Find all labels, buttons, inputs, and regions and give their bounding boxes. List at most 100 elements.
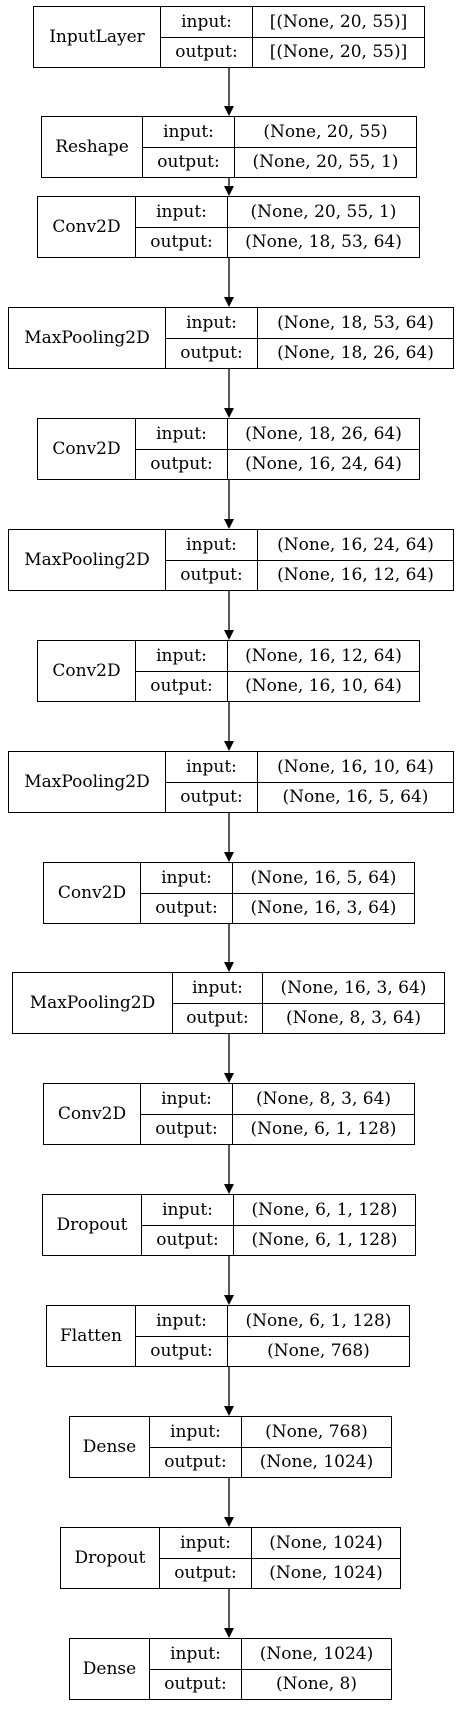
port-labels: input: output: (166, 530, 258, 590)
output-label: output: (180, 343, 243, 364)
input-label: input: (142, 1195, 233, 1226)
input-shape: (None, 1024) (242, 1639, 391, 1670)
port-shapes: (None, 20, 55, 1) (None, 18, 53, 64) (228, 197, 419, 257)
layer-name: MaxPooling2D (9, 308, 166, 368)
input-shape: (None, 768) (242, 1417, 391, 1448)
output-shape: (None, 16, 12, 64) (277, 565, 434, 586)
edge-arrowhead (224, 186, 234, 196)
port-labels: input: output: (166, 308, 258, 368)
input-label: input: (160, 1528, 251, 1559)
input-shape: [(None, 20, 55)] (253, 7, 424, 38)
port-shapes: (None, 16, 3, 64) (None, 8, 3, 64) (263, 973, 444, 1033)
layer-name: MaxPooling2D (9, 752, 166, 812)
port-shapes: (None, 8, 3, 64)(None, 6, 1, 128) (233, 1084, 414, 1144)
output-label: output: (174, 1563, 237, 1584)
input-label: input: (136, 641, 227, 672)
output-label: output: (155, 898, 218, 919)
layer-name: Dropout (43, 1195, 142, 1255)
input-shape: (None, 6, 1, 128) (234, 1195, 415, 1226)
edge-arrowhead (224, 630, 234, 640)
input-shape: (None, 16, 5, 64) (233, 863, 414, 894)
output-label: output: (150, 676, 213, 697)
layer-name: MaxPooling2D (9, 530, 166, 590)
layer-name: Conv2D (38, 641, 136, 701)
output-label: output: (155, 1119, 218, 1140)
input-label: input: (136, 1306, 227, 1337)
input-label: input: (136, 419, 227, 450)
edge-arrowhead (224, 106, 234, 116)
port-shapes: (None, 20, 55)(None, 20, 55, 1) (235, 117, 416, 177)
port-labels: input:output: (142, 1195, 234, 1255)
port-shapes: (None, 768) (None, 1024) (242, 1417, 391, 1477)
input-shape: (None, 1024) (252, 1528, 400, 1559)
output-shape: (None, 768) (267, 1341, 370, 1362)
edge-arrowhead (224, 1628, 234, 1638)
output-label: output: (186, 1008, 249, 1029)
output-label: output: (150, 232, 213, 253)
layer-name: Conv2D (44, 1084, 141, 1144)
edge-arrowhead (224, 1184, 234, 1194)
output-shape: (None, 18, 53, 64) (245, 232, 402, 253)
layer-name: Conv2D (38, 419, 136, 479)
output-label: output: (180, 787, 243, 808)
port-labels: input:output: (136, 419, 228, 479)
input-label: input: (166, 308, 257, 339)
edge-arrowhead (224, 852, 234, 862)
port-shapes: (None, 16, 5, 64)(None, 16, 3, 64) (233, 863, 414, 923)
input-shape: (None, 16, 12, 64) (228, 641, 419, 672)
layer-name: Conv2D (38, 197, 136, 257)
output-shape: (None, 1024) (259, 1452, 374, 1473)
input-label: input: (150, 1417, 241, 1448)
input-label: input: (141, 863, 232, 894)
input-label: input: (143, 117, 234, 148)
output-label: output: (157, 152, 220, 173)
input-shape: (None, 6, 1, 128) (228, 1306, 409, 1337)
port-labels: input:output: (161, 7, 253, 67)
input-label: input: (166, 530, 257, 561)
input-label: input: (136, 197, 227, 228)
output-shape: (None, 18, 26, 64) (277, 343, 434, 364)
output-label: output: (150, 1341, 213, 1362)
port-shapes: (None, 16, 10, 64)(None, 16, 5, 64) (258, 752, 453, 812)
port-labels: input: output: (136, 197, 228, 257)
output-shape: (None, 6, 1, 128) (251, 1230, 398, 1251)
output-shape: (None, 8) (275, 1674, 357, 1695)
input-shape: (None, 20, 55, 1) (228, 197, 419, 228)
output-label: output: (180, 565, 243, 586)
port-labels: input: output: (166, 752, 258, 812)
edge-arrowhead (224, 1295, 234, 1305)
port-labels: input:output: (173, 973, 263, 1033)
output-shape: (None, 6, 1, 128) (250, 1119, 397, 1140)
input-shape: (None, 18, 26, 64) (228, 419, 419, 450)
input-shape: (None, 16, 3, 64) (263, 973, 444, 1004)
layer-name: Reshape (42, 117, 143, 177)
input-label: input: (150, 1639, 241, 1670)
edge-arrowhead (224, 408, 234, 418)
input-label: input: (166, 752, 257, 783)
edge-arrowhead (224, 519, 234, 529)
port-shapes: (None, 1024)(None, 1024) (252, 1528, 400, 1588)
output-shape: (None, 16, 5, 64) (282, 787, 429, 808)
output-shape: (None, 8, 3, 64) (285, 1008, 422, 1029)
output-shape: (None, 16, 24, 64) (245, 454, 402, 475)
port-shapes: (None, 1024) (None, 8) (242, 1639, 391, 1699)
layer-name: InputLayer (34, 7, 161, 67)
edge-arrowhead (224, 741, 234, 751)
port-shapes: (None, 6, 1, 128) (None, 768) (228, 1306, 409, 1366)
